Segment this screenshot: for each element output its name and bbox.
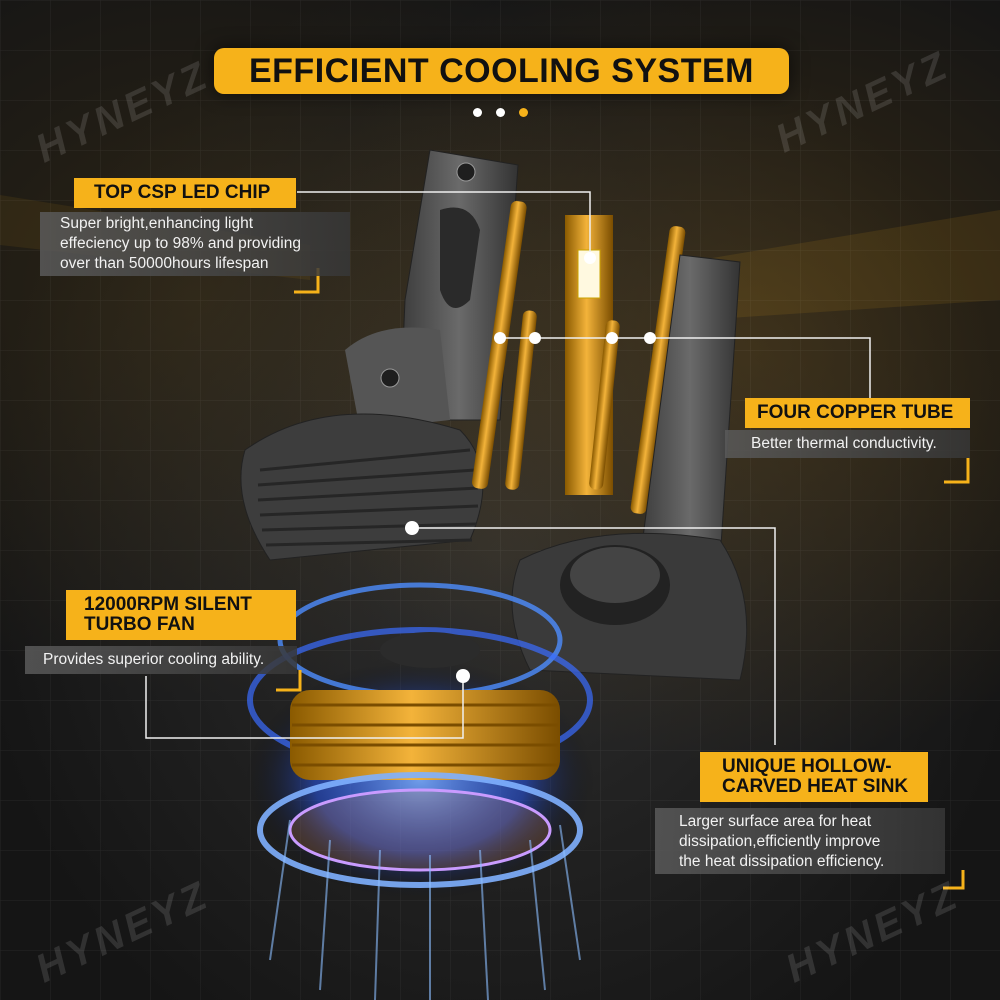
heatsink-callout-title-line: CARVED HEAT SINK bbox=[722, 776, 909, 797]
heatsink-callout-line: dissipation,efficiently improve bbox=[679, 833, 881, 850]
copper-callout-title: FOUR COPPER TUBE bbox=[745, 398, 970, 428]
fan-callout-body: Provides superior cooling ability. bbox=[25, 646, 297, 674]
chip-callout-line: effeciency up to 98% and providing bbox=[60, 235, 301, 252]
page-title-badge: EFFICIENT COOLING SYSTEM bbox=[214, 48, 789, 94]
chip-callout-line: Super bright,enhancing light bbox=[60, 215, 254, 232]
heatsink-callout-title: UNIQUE HOLLOW- CARVED HEAT SINK bbox=[700, 752, 928, 802]
led-bulb-left bbox=[240, 149, 519, 561]
callout-pointer-dots bbox=[405, 252, 656, 683]
copper-callout-line: Better thermal conductivity. bbox=[751, 435, 937, 452]
copper-callout-body: Better thermal conductivity. bbox=[725, 430, 970, 458]
turbo-fan-heatsink bbox=[245, 582, 595, 1000]
copper-tubes bbox=[471, 201, 686, 514]
fan-callout-line: Provides superior cooling ability. bbox=[43, 651, 265, 668]
fan-callout-title-line: TURBO FAN bbox=[84, 614, 195, 635]
led-bulb-right bbox=[511, 254, 748, 681]
fan-callout-title-line: 12000RPM SILENT bbox=[84, 594, 252, 616]
carousel-dot[interactable] bbox=[496, 108, 505, 117]
carousel-dot-active[interactable] bbox=[519, 108, 528, 117]
corner-accents bbox=[276, 268, 970, 890]
chip-callout-body: Super bright,enhancing light effeciency … bbox=[40, 212, 350, 276]
chip-callout-line: over than 50000hours lifespan bbox=[60, 255, 269, 272]
heatsink-callout-line: Larger surface area for heat bbox=[679, 813, 872, 830]
fan-callout-title: 12000RPM SILENT TURBO FAN bbox=[66, 590, 296, 640]
callout-leader-lines bbox=[145, 191, 871, 745]
carousel-dot[interactable] bbox=[473, 108, 482, 117]
heatsink-callout-title-line: UNIQUE HOLLOW- bbox=[722, 756, 892, 778]
carousel-dots[interactable] bbox=[473, 108, 528, 117]
heatsink-callout-line: the heat dissipation efficiency. bbox=[679, 853, 885, 870]
chip-callout-title: TOP CSP LED CHIP bbox=[74, 178, 296, 208]
page-title: EFFICIENT COOLING SYSTEM bbox=[248, 51, 755, 90]
heatsink-callout-body: Larger surface area for heat dissipation… bbox=[655, 808, 945, 874]
